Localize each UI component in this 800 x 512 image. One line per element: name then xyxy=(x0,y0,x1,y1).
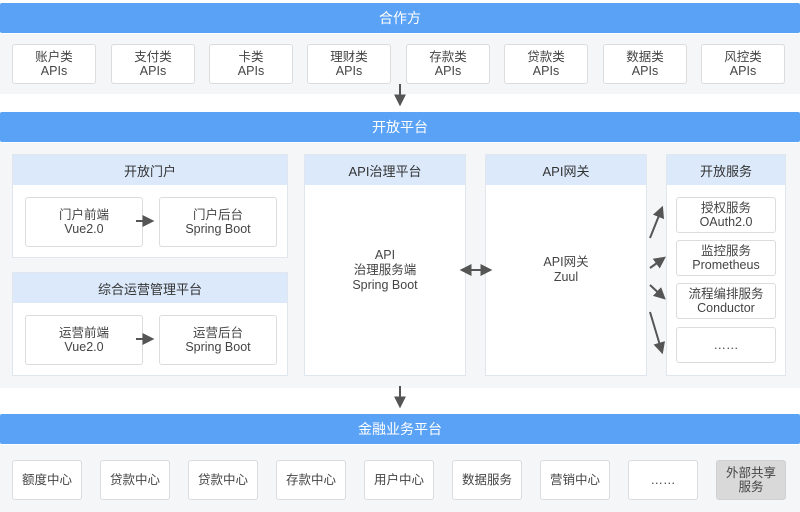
finance-center-box: 贷款中心 xyxy=(100,460,170,500)
finance-band: 金融业务平台 xyxy=(0,414,800,444)
partner-api-suffix: APIs xyxy=(631,64,659,78)
finance-center-name: 额度中心 xyxy=(21,473,72,487)
finance-center-box: …… xyxy=(628,460,698,500)
service-name: …… xyxy=(713,338,739,352)
partner-api-name: 账户类 xyxy=(35,50,73,64)
partner-api-box: 支付类 APIs xyxy=(111,44,195,84)
gateway-line-name: API网关 xyxy=(543,255,589,269)
governance-line-api: API xyxy=(374,248,396,262)
partner-api-box: 存款类 APIs xyxy=(406,44,490,84)
portal-frontend-box: 门户前端 Vue2.0 xyxy=(25,197,143,247)
partner-api-name: 理财类 xyxy=(330,50,368,64)
gateway-section-title: API网关 xyxy=(486,155,646,185)
service-tech: Conductor xyxy=(697,301,755,315)
finance-title: 金融业务平台 xyxy=(358,421,442,437)
open-platform-title: 开放平台 xyxy=(372,119,428,135)
partner-api-suffix: APIs xyxy=(434,64,462,78)
external-shared-line2: 服务 xyxy=(738,480,764,494)
partner-api-suffix: APIs xyxy=(237,64,265,78)
portal-section-title: 开放门户 xyxy=(13,155,287,185)
partner-api-box: 数据类 APIs xyxy=(603,44,687,84)
ops-frontend-box: 运营前端 Vue2.0 xyxy=(25,315,143,365)
service-box: 授权服务 OAuth2.0 xyxy=(676,197,776,233)
portal-backend-name: 门户后台 xyxy=(192,208,243,222)
finance-center-name: 存款中心 xyxy=(285,473,336,487)
partners-band: 合作方 xyxy=(0,3,800,33)
ops-frontend-tech: Vue2.0 xyxy=(64,340,104,354)
services-section: 开放服务 授权服务 OAuth2.0 监控服务 Prometheus 流程编排服… xyxy=(666,154,786,376)
partner-api-name: 数据类 xyxy=(626,50,664,64)
external-shared-line1: 外部共享 xyxy=(725,466,776,480)
partners-title: 合作方 xyxy=(379,10,421,26)
ops-frontend-name: 运营前端 xyxy=(58,326,109,340)
partner-api-box: 贷款类 APIs xyxy=(504,44,588,84)
partner-api-suffix: APIs xyxy=(335,64,363,78)
finance-center-name: 贷款中心 xyxy=(197,473,248,487)
open-platform-band: 开放平台 xyxy=(0,112,800,142)
finance-center-box: 用户中心 xyxy=(364,460,434,500)
service-name: 监控服务 xyxy=(700,244,751,258)
ops-section: 综合运营管理平台 运营前端 Vue2.0 运营后台 Spring Boot xyxy=(12,272,288,376)
external-shared-service-box: 外部共享 服务 xyxy=(716,460,786,500)
ops-backend-name: 运营后台 xyxy=(192,326,243,340)
finance-center-box: 额度中心 xyxy=(12,460,82,500)
finance-center-name: 贷款中心 xyxy=(109,473,160,487)
finance-center-name: 用户中心 xyxy=(373,473,424,487)
partner-api-box: 风控类 APIs xyxy=(701,44,785,84)
service-box: 流程编排服务 Conductor xyxy=(676,283,776,319)
finance-center-name: 数据服务 xyxy=(461,473,512,487)
gateway-description: API网关 Zuul xyxy=(486,255,646,285)
ops-backend-box: 运营后台 Spring Boot xyxy=(159,315,277,365)
service-box: …… xyxy=(676,327,776,363)
finance-center-name: 营销中心 xyxy=(549,473,600,487)
service-tech: Prometheus xyxy=(692,258,760,272)
partners-panel: 账户类 APIs 支付类 APIs 卡类 APIs 理财类 APIs 存款类 A… xyxy=(0,34,800,94)
service-box: 监控服务 Prometheus xyxy=(676,240,776,276)
partner-api-suffix: APIs xyxy=(139,64,167,78)
service-tech: OAuth2.0 xyxy=(699,215,753,229)
ops-section-title: 综合运营管理平台 xyxy=(13,273,287,303)
governance-line-tech: Spring Boot xyxy=(352,278,418,292)
portal-backend-tech: Spring Boot xyxy=(185,222,251,236)
governance-description: API 治理服务端 Spring Boot xyxy=(305,248,465,293)
governance-section-title: API治理平台 xyxy=(305,155,465,185)
partner-api-box: 理财类 APIs xyxy=(307,44,391,84)
partner-api-suffix: APIs xyxy=(532,64,560,78)
portal-frontend-tech: Vue2.0 xyxy=(64,222,104,236)
portal-backend-box: 门户后台 Spring Boot xyxy=(159,197,277,247)
partner-api-name: 贷款类 xyxy=(527,50,565,64)
service-name: 流程编排服务 xyxy=(688,287,764,301)
partner-api-name: 卡类 xyxy=(238,50,264,64)
partner-api-suffix: APIs xyxy=(40,64,68,78)
portal-section: 开放门户 门户前端 Vue2.0 门户后台 Spring Boot xyxy=(12,154,288,258)
service-name: 授权服务 xyxy=(700,201,751,215)
governance-line-server: 治理服务端 xyxy=(353,263,417,277)
governance-section: API治理平台 API 治理服务端 Spring Boot xyxy=(304,154,466,376)
partner-api-suffix: APIs xyxy=(729,64,757,78)
finance-center-box: 数据服务 xyxy=(452,460,522,500)
finance-center-box: 存款中心 xyxy=(276,460,346,500)
partner-api-name: 存款类 xyxy=(429,50,467,64)
gateway-line-tech: Zuul xyxy=(553,270,579,284)
gateway-section: API网关 API网关 Zuul xyxy=(485,154,647,376)
portal-frontend-name: 门户前端 xyxy=(58,208,109,222)
partner-api-box: 卡类 APIs xyxy=(209,44,293,84)
finance-center-box: 贷款中心 xyxy=(188,460,258,500)
services-section-title: 开放服务 xyxy=(667,155,785,185)
partner-api-name: 支付类 xyxy=(134,50,172,64)
finance-center-name: …… xyxy=(650,473,676,487)
partner-api-name: 风控类 xyxy=(724,50,762,64)
partner-api-box: 账户类 APIs xyxy=(12,44,96,84)
finance-center-box: 营销中心 xyxy=(540,460,610,500)
ops-backend-tech: Spring Boot xyxy=(185,340,251,354)
finance-panel: 额度中心 贷款中心 贷款中心 存款中心 用户中心 数据服务 营销中心 …… 外部… xyxy=(0,445,800,512)
